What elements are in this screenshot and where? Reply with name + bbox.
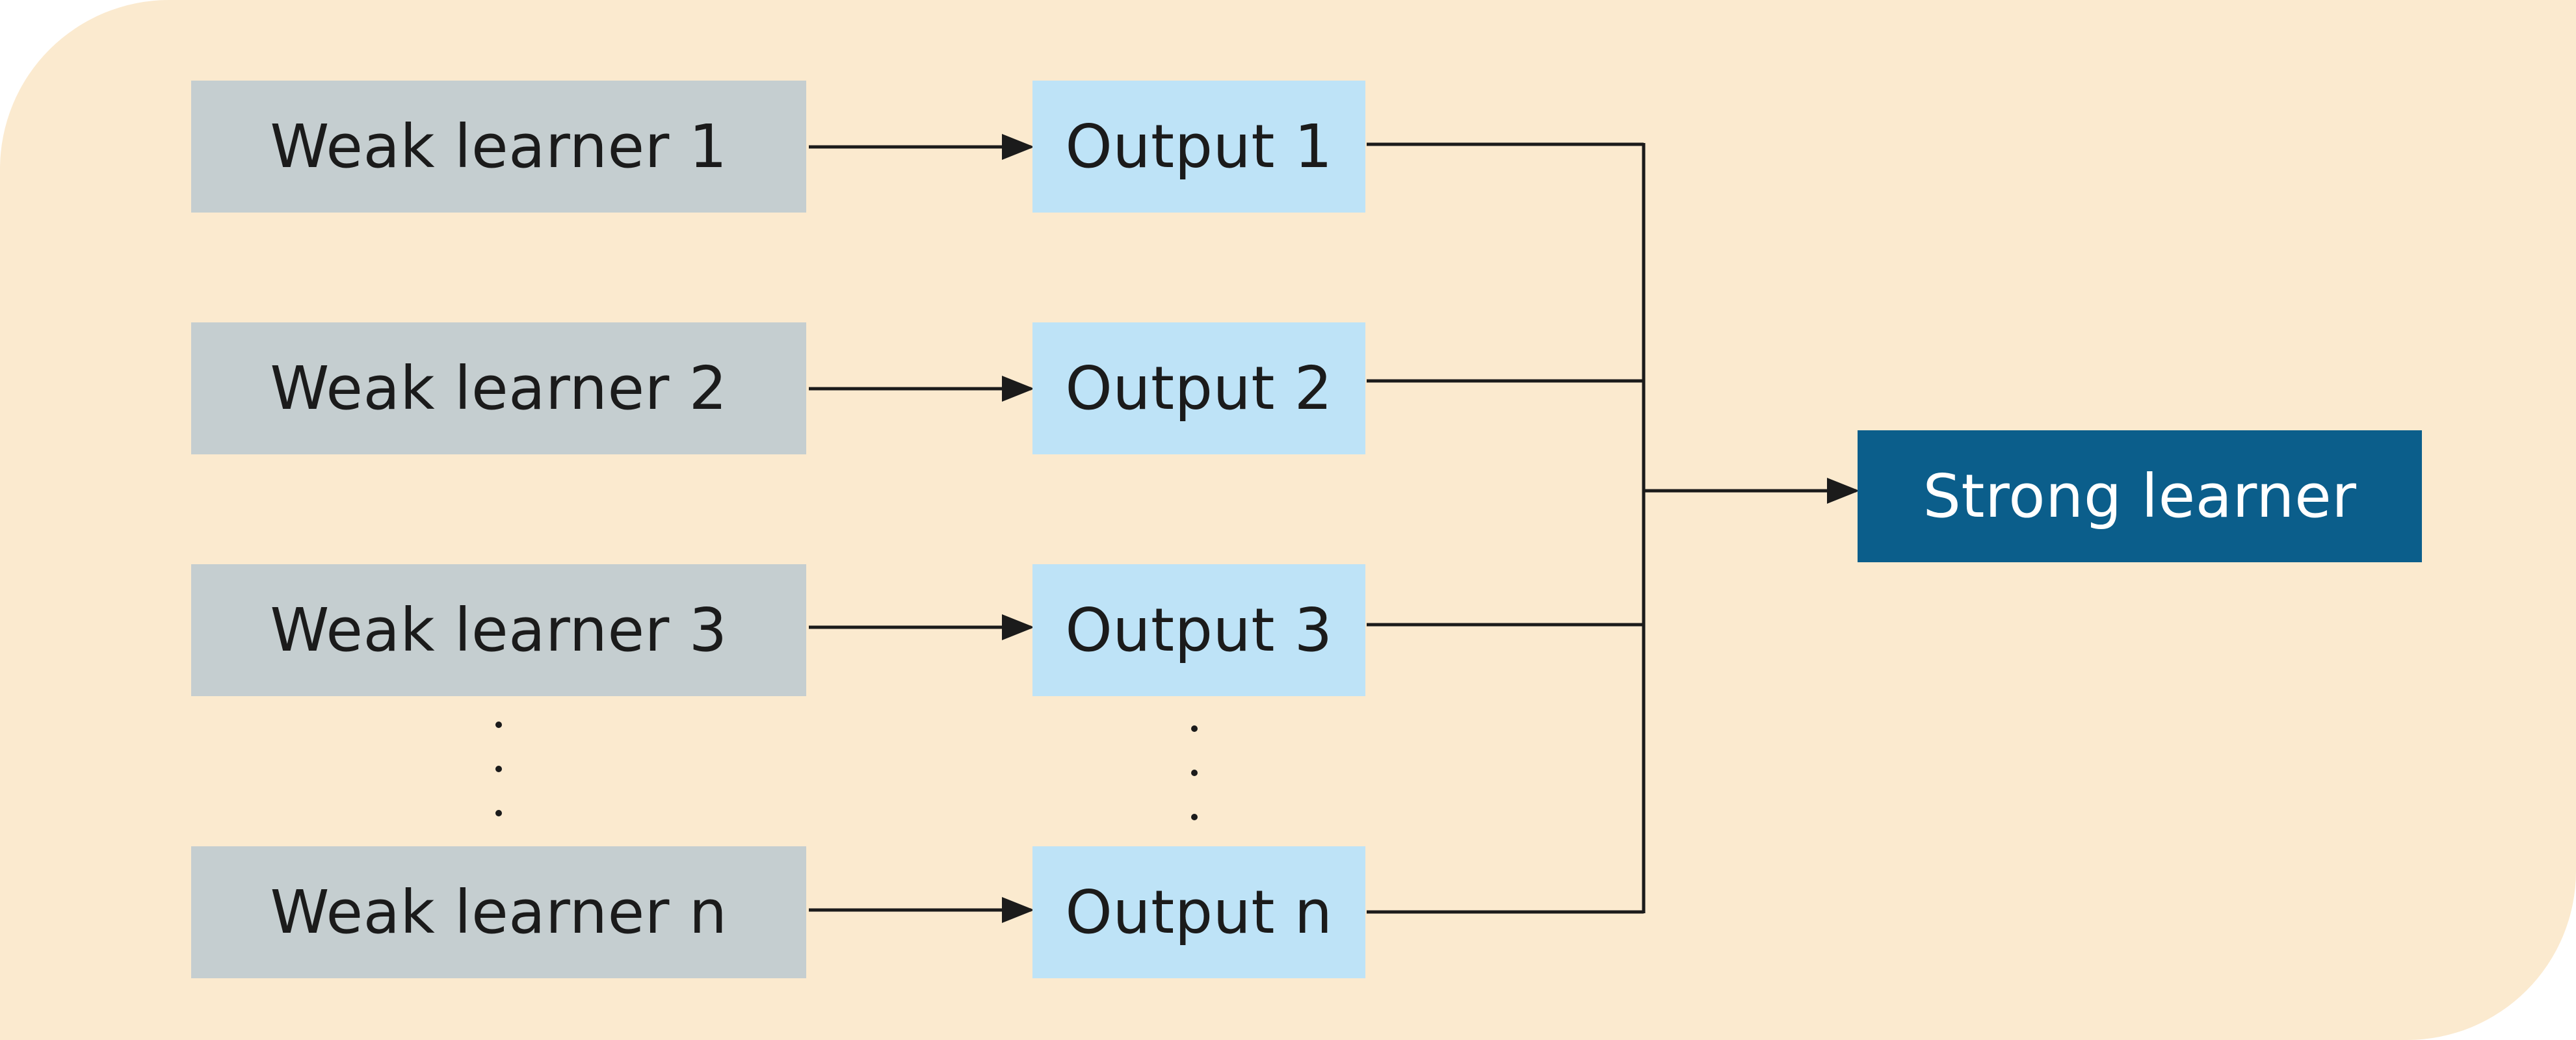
output-label: Output 2 [1065,354,1333,423]
output-box-2: Output 2 [1032,322,1365,454]
output-ellipsis [1188,719,1201,842]
output-box-1: Output 1 [1032,81,1365,213]
weak-learner-label: Weak learner n [270,878,728,947]
weak-learner-label: Weak learner 3 [270,595,728,665]
output-box-n: Output n [1032,846,1365,978]
weak-learner-box-2: Weak learner 2 [191,322,806,454]
strong-learner-box: Strong learner [1858,430,2422,562]
weak-learner-ellipsis [492,715,505,838]
output-label: Output n [1065,878,1333,947]
output-box-3: Output 3 [1032,564,1365,696]
output-label: Output 3 [1065,595,1333,665]
weak-learner-label: Weak learner 1 [270,112,728,181]
weak-learner-box-n: Weak learner n [191,846,806,978]
weak-learner-box-3: Weak learner 3 [191,564,806,696]
weak-learner-box-1: Weak learner 1 [191,81,806,213]
weak-learner-label: Weak learner 2 [270,354,728,423]
strong-learner-label: Strong learner [1923,462,2357,531]
output-label: Output 1 [1065,112,1333,181]
